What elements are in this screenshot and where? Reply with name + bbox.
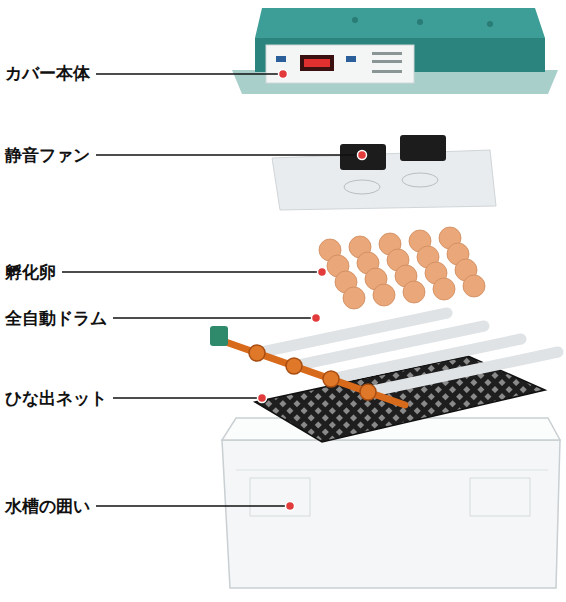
button	[346, 56, 356, 62]
tank-detail	[470, 478, 530, 516]
leader-dot	[358, 151, 367, 160]
egg	[463, 275, 485, 297]
control-panel	[266, 45, 414, 83]
part-label: ひな出ネット	[4, 387, 108, 409]
leader-line	[96, 73, 283, 75]
leader-dot	[258, 394, 267, 403]
cover	[232, 8, 558, 94]
egg	[343, 287, 365, 309]
motor	[210, 326, 228, 346]
water-tank	[222, 418, 560, 588]
panel-mark	[372, 70, 402, 73]
panel-mark	[372, 60, 402, 63]
drum-rod	[294, 326, 484, 366]
display-digits	[304, 59, 330, 67]
leader-line	[96, 505, 290, 507]
leader-line	[62, 271, 322, 273]
gear-bar	[220, 340, 405, 405]
vent	[402, 173, 438, 187]
part-label: 静音ファン	[4, 144, 91, 166]
part-label: 水槽の囲い	[4, 495, 91, 517]
part-label: カバー本体	[4, 62, 91, 84]
cover-top	[255, 8, 545, 38]
display	[300, 55, 334, 71]
panel-mark	[372, 52, 402, 55]
leader-dot	[318, 268, 327, 277]
drum-gear	[323, 371, 339, 387]
tank-body	[222, 440, 560, 588]
part-label: 全自動ドラム	[4, 307, 108, 329]
vent	[344, 180, 380, 194]
part-label: 孵化卵	[4, 261, 57, 283]
egg	[433, 278, 455, 300]
hole	[417, 19, 423, 25]
drum-rod	[368, 352, 558, 392]
egg	[373, 284, 395, 306]
drum-rod	[331, 339, 521, 379]
tank-line	[236, 470, 548, 471]
fan	[400, 135, 446, 161]
drum-rod	[257, 313, 447, 353]
drum-gear	[286, 358, 302, 374]
tank-detail	[250, 478, 310, 516]
leader-line	[96, 154, 362, 156]
leader-dot	[286, 502, 295, 511]
leader-dot	[279, 70, 288, 79]
auto-drums	[210, 313, 558, 405]
leader-dot	[312, 314, 321, 323]
eggs	[319, 227, 485, 309]
egg	[403, 281, 425, 303]
hole	[487, 21, 493, 27]
hole	[352, 17, 358, 23]
fan	[340, 144, 386, 170]
fan-plate	[272, 135, 496, 210]
leader-line	[113, 397, 262, 399]
drum-gear	[360, 384, 376, 400]
button	[276, 56, 286, 62]
leader-line	[113, 317, 316, 319]
drum-gear	[249, 345, 265, 361]
